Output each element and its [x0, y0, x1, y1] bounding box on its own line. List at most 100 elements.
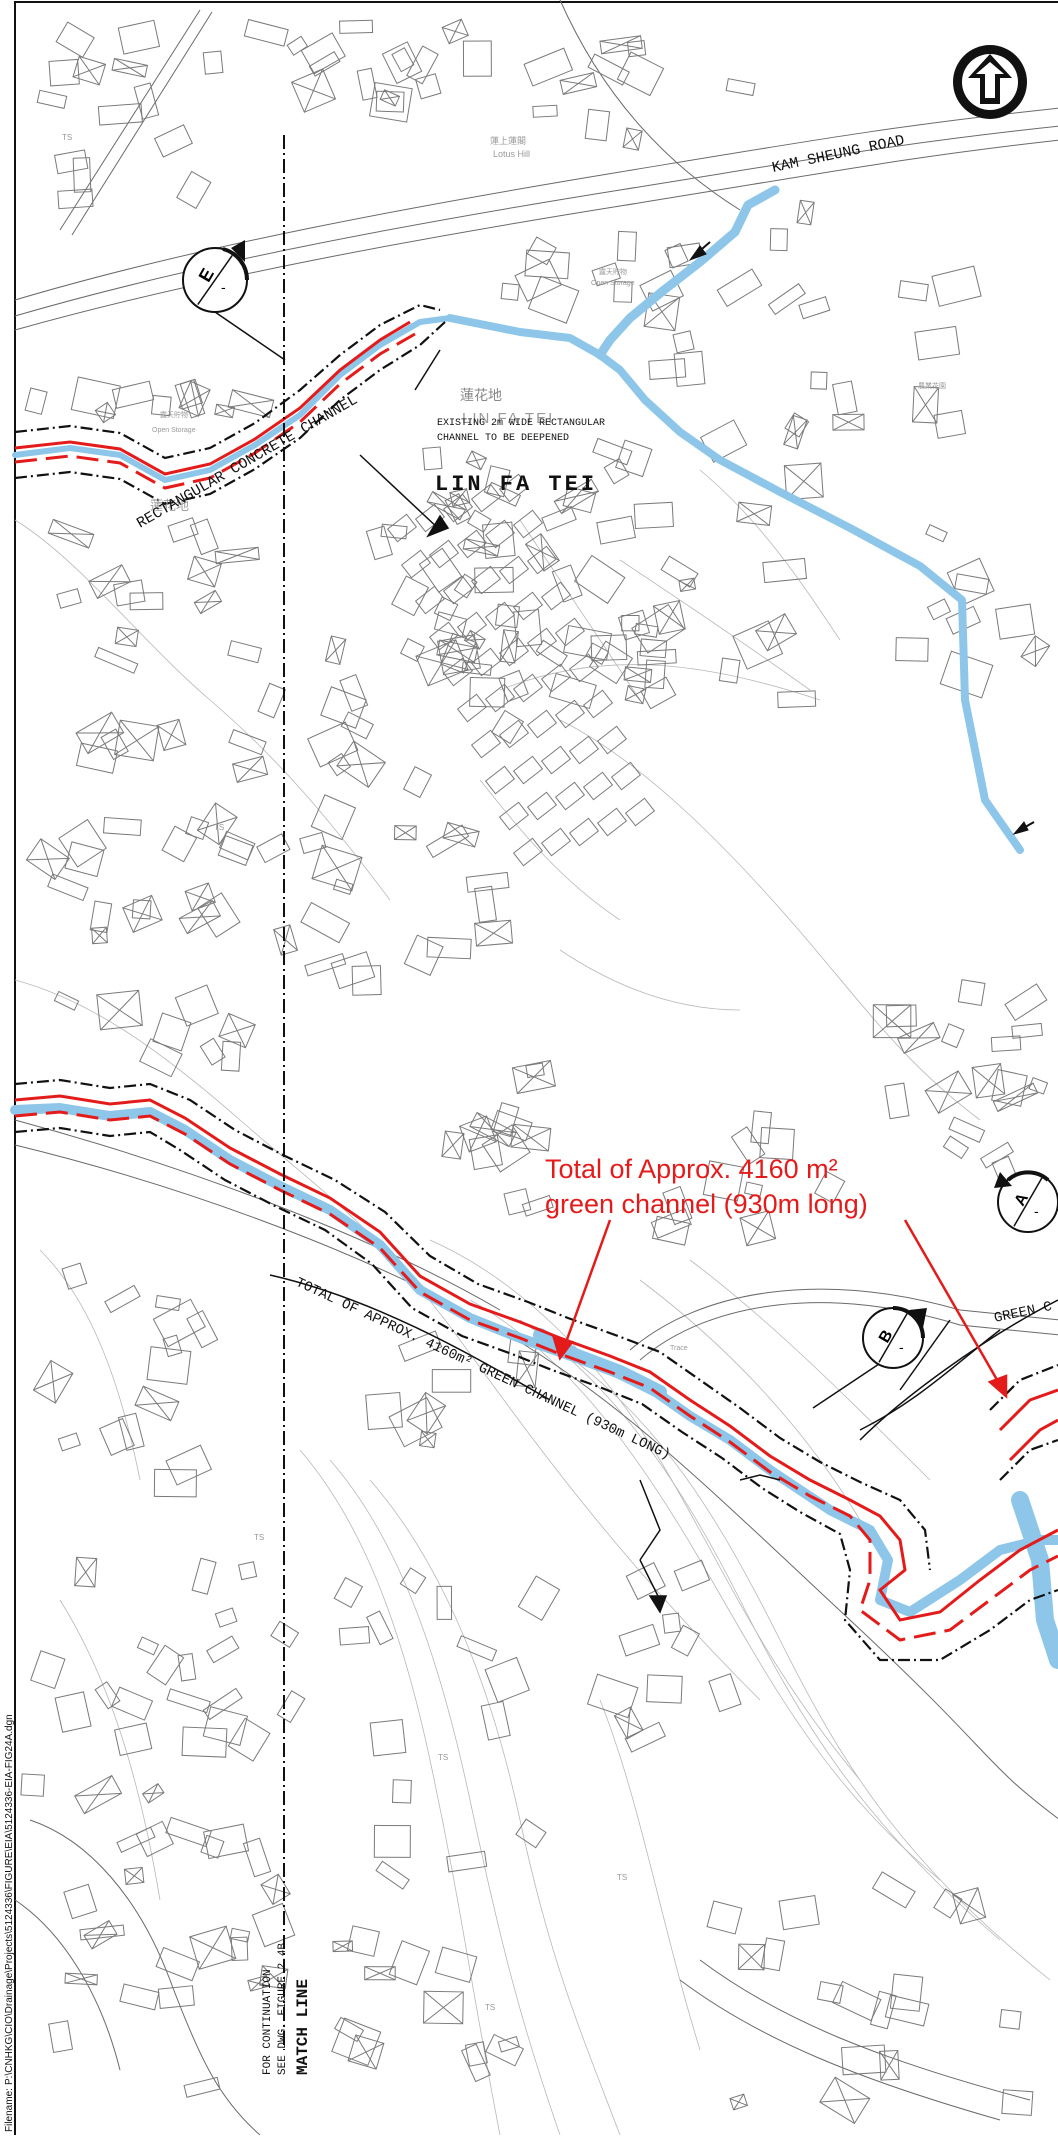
building-outline [161, 825, 198, 863]
building-cross-hatch [336, 740, 386, 788]
building-outline [156, 718, 187, 752]
building-outline [442, 821, 480, 848]
building-cross-hatch [325, 635, 347, 665]
building-outline [625, 1561, 666, 1601]
building-cross-hatch [95, 402, 116, 423]
building-outline [573, 554, 626, 605]
building-cross-hatch [622, 127, 643, 151]
building-outline [462, 40, 492, 77]
building-outline [48, 58, 80, 87]
building-outline [273, 924, 299, 956]
building-outline [895, 637, 929, 662]
building-outline [798, 296, 831, 320]
section-marker-B: B - [812, 1306, 927, 1409]
building-outline [622, 127, 643, 151]
building-cross-hatch [114, 719, 160, 762]
building-outline [114, 626, 139, 648]
building-outline [162, 1334, 183, 1358]
building-outline [498, 669, 529, 703]
section-dash: - [221, 279, 226, 295]
building-outline [333, 2016, 365, 2043]
building-outline [760, 1937, 786, 1972]
building-outline [559, 72, 598, 95]
building-outline [64, 841, 105, 878]
building-outline [134, 1385, 180, 1422]
building-outline [375, 1860, 410, 1890]
building-outline [54, 1691, 92, 1733]
building-cross-hatch [469, 1112, 517, 1147]
building-outline [63, 1883, 98, 1920]
building-outline [449, 488, 471, 507]
building-outline [931, 265, 982, 307]
building-cross-hatch [291, 68, 336, 113]
building-outline [623, 666, 653, 684]
building-outline [56, 588, 82, 609]
building-cross-hatch [525, 533, 560, 572]
building-outline [111, 1686, 154, 1721]
house-outline [484, 519, 516, 549]
building-cross-hatch [925, 1070, 972, 1114]
building-outline [590, 634, 628, 662]
building-outline [1011, 1022, 1043, 1039]
building-outline [154, 1294, 182, 1312]
building-outline [200, 1834, 225, 1859]
building-outline [165, 1444, 213, 1486]
contour-lines [14, 469, 1051, 2136]
building-cross-hatch [134, 1385, 179, 1422]
building-outline [914, 325, 961, 361]
building-outline [30, 1650, 66, 1690]
building-outline [174, 378, 204, 410]
building-outline [940, 1023, 965, 1049]
building-outline [61, 1262, 88, 1290]
building-outline [816, 1981, 844, 2004]
building-outline [32, 1359, 74, 1404]
house-outline [498, 473, 530, 503]
building-outline [872, 1004, 912, 1039]
building-outline [58, 818, 107, 868]
place-label-garden-cn: 農業花園 [918, 381, 946, 390]
building-outline [954, 573, 990, 595]
building-outline [373, 1824, 411, 1858]
building-outline [129, 592, 164, 611]
building-outline [286, 35, 309, 56]
building-outline [639, 638, 668, 659]
building-outline [678, 577, 697, 593]
building-outline [485, 2033, 524, 2067]
building-outline [664, 242, 689, 269]
works-boundary [14, 303, 1058, 1662]
building-cross-hatch [232, 755, 268, 783]
building-outline [104, 1284, 141, 1314]
building-cross-hatch [178, 381, 211, 417]
house-outline [568, 653, 600, 683]
building-outline [202, 50, 224, 75]
building-outline [406, 45, 439, 85]
building-outline [618, 1623, 661, 1657]
building-cross-hatch [463, 538, 500, 557]
house-outline [554, 617, 586, 647]
building-cross-hatch [952, 1887, 986, 1925]
building-outline [778, 1895, 820, 1931]
building-outline [116, 1826, 156, 1853]
building-outline [613, 1706, 644, 1740]
building-outline [75, 742, 119, 774]
building-outline [55, 21, 95, 59]
building-outline [716, 268, 763, 308]
building-outline [587, 53, 630, 86]
building-outline [94, 401, 117, 424]
roads [14, 0, 1058, 2136]
building-cross-hatch [739, 1210, 776, 1246]
building-outline [365, 1610, 394, 1646]
building-outline [617, 609, 651, 641]
building-outline [202, 1706, 249, 1746]
building-outline [94, 646, 139, 674]
building-cross-hatch [111, 58, 148, 78]
house-outline [498, 555, 530, 585]
building-outline [197, 892, 241, 938]
building-outline [754, 613, 798, 652]
building-outline [388, 1396, 443, 1448]
building-cross-hatch [347, 2034, 385, 2070]
building-cross-hatch [114, 626, 139, 647]
building-cross-hatch [142, 1783, 165, 1804]
building-outline [380, 523, 408, 540]
house-outline [526, 545, 558, 575]
